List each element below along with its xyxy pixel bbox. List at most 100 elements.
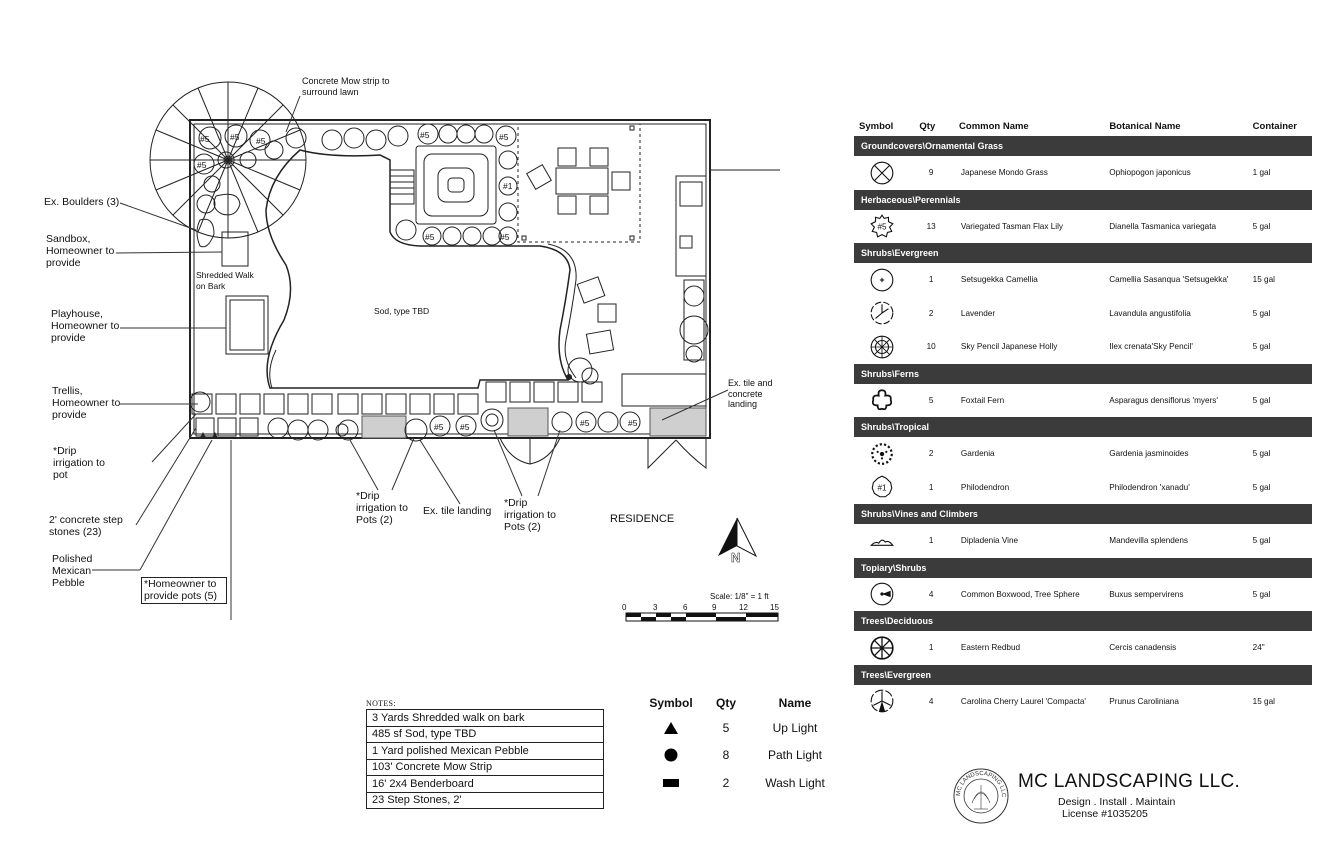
note-item: 485 sf Sod, type TBD — [366, 725, 604, 743]
company-seal-logo: MC LANDSCAPING LLC — [953, 768, 1009, 824]
plant-botanical-name: Camellia Sasanqua 'Setsugekka' — [1109, 275, 1229, 285]
label-sod: Sod, type TBD — [374, 306, 430, 316]
plant-common-name: Common Boxwood, Tree Sphere — [960, 589, 1080, 599]
plant-botanical-name: Prunus Caroliniana — [1109, 696, 1179, 706]
north-arrow: N — [718, 517, 758, 565]
plant-common-name: Philodendron — [960, 482, 1010, 492]
lighting-header-name: Name — [778, 696, 812, 710]
plant-botanical-name: Ilex crenata'Sky Pencil' — [1109, 342, 1193, 352]
scale-tick-12: 12 — [739, 603, 748, 612]
plant-qty: 1 — [928, 536, 934, 546]
header-symbol: Symbol — [859, 120, 894, 132]
leader-lines — [92, 95, 729, 620]
playhouse — [225, 295, 269, 355]
holly-icon — [854, 334, 909, 360]
plant-container: 15 gal — [1252, 696, 1275, 706]
lighting-row-path-light: 8 Path Light — [640, 742, 840, 770]
company-tagline: Design . Install . Maintain — [1058, 796, 1176, 808]
patio-dining-set — [526, 147, 631, 355]
header-common-name: Common Name — [959, 120, 1029, 132]
boxwood-icon — [854, 581, 909, 607]
sandbox — [221, 231, 249, 267]
note-item: 3 Yards Shredded walk on bark — [366, 709, 604, 727]
label-drip-pots-left: *Drip irrigation to Pots (2) — [356, 490, 408, 526]
plant-tag: #5 — [580, 418, 590, 428]
schedule-row: 4 Carolina Cherry Laurel 'Compacta' Prunus… — [854, 685, 1312, 719]
schedule-group-header: Trees\Evergreen — [854, 664, 1312, 685]
label-mow-strip: Concrete Mow strip to surround lawn — [302, 76, 390, 97]
header-qty: Qty — [919, 120, 936, 132]
lavender-icon — [854, 300, 909, 326]
plant-container: 1 gal — [1252, 168, 1271, 178]
scale-tick-15: 15 — [770, 603, 779, 612]
triangle-icon — [640, 721, 702, 735]
label-sandbox: Sandbox, Homeowner to provide — [46, 233, 115, 269]
plant-tag: #5 — [460, 422, 470, 432]
svg-text:#5: #5 — [877, 223, 887, 232]
label-playhouse: Playhouse, Homeowner to provide — [51, 308, 120, 344]
notes-table: 3 Yards Shredded walk on bark 485 sf Sod… — [366, 709, 604, 809]
plant-common-name: Carolina Cherry Laurel 'Compacta' — [960, 696, 1086, 706]
label-residence: RESIDENCE — [610, 513, 675, 525]
step-stones — [191, 381, 603, 437]
plant-tag: #5 — [434, 422, 444, 432]
scale-tick-9: 9 — [712, 603, 717, 612]
plant-qty: 2 — [928, 308, 934, 318]
plant-tag: #5 — [197, 160, 207, 170]
plant-common-name: Gardenia — [960, 449, 995, 459]
lighting-header: Symbol Qty Name — [640, 692, 840, 714]
plant-botanical-name: Lavandula angustifolia — [1109, 308, 1191, 318]
plant-common-name: Eastern Redbud — [960, 643, 1021, 653]
note-row: 1 Yard polished Mexican Pebble — [366, 742, 604, 760]
plant-botanical-name: Philodendron 'xanadu' — [1109, 482, 1190, 492]
redbud-icon — [854, 635, 909, 661]
label-pebble: Polished Mexican Pebble — [52, 553, 93, 589]
svg-text:#1: #1 — [877, 484, 887, 493]
fern-icon — [854, 387, 909, 413]
lighting-name: Path Light — [767, 748, 823, 763]
label-drip-pots-right: *Drip irrigation to Pots (2) — [504, 497, 556, 533]
company-block: MC LANDSCAPING LLC MC LANDSCAPING LLC. D… — [950, 765, 1250, 825]
plant-qty: 2 — [928, 449, 934, 459]
plant-common-name: Japanese Mondo Grass — [960, 168, 1048, 178]
notes-box: NOTES: 3 Yards Shredded walk on bark 485… — [366, 699, 604, 809]
plant-common-name: Foxtail Fern — [960, 395, 1005, 405]
plant-qty: 4 — [928, 696, 934, 706]
schedule-group-header: Shrubs\Vines and Climbers — [854, 504, 1312, 524]
plant-qty: 4 — [928, 589, 934, 599]
plant-common-name: Variegated Tasman Flax Lily — [960, 221, 1063, 231]
camellia-icon — [854, 267, 909, 293]
north-label: N — [731, 550, 740, 565]
plant-container: 5 gal — [1252, 536, 1271, 546]
label-step-stones: 2' concrete step stones (23) — [49, 514, 123, 538]
patio-area — [517, 123, 641, 243]
note-item: 1 Yard polished Mexican Pebble — [366, 742, 604, 760]
plant-botanical-name: Mandevilla splendens — [1109, 536, 1189, 546]
company-license: License #1035205 — [1062, 808, 1148, 820]
scale-bar: Scale: 1/8" = 1 ft 0 3 6 9 12 15 — [622, 592, 779, 622]
plant-qty: 13 — [926, 221, 936, 231]
header-botanical-name: Botanical Name — [1109, 120, 1181, 132]
plant-tag: #5 — [628, 418, 638, 428]
rect-icon — [640, 778, 702, 788]
note-item: 103' Concrete Mow Strip — [366, 758, 604, 776]
label-homeowner-pots: *Homeowner to provide pots (5) — [141, 577, 227, 604]
label-trellis: Trellis, Homeowner to provide — [52, 385, 121, 421]
sod-lawn-area — [265, 149, 571, 389]
dot-icon — [640, 747, 702, 763]
plant-tag: #1 — [503, 181, 513, 191]
note-row: 485 sf Sod, type TBD — [366, 725, 604, 743]
company-name: MC LANDSCAPING LLC. — [1018, 771, 1241, 792]
label-drip-pot: *Drip irrigation to pot — [53, 445, 105, 481]
lighting-qty: 5 — [722, 720, 730, 735]
lighting-name: Up Light — [772, 720, 818, 735]
plant-common-name: Lavender — [960, 308, 996, 318]
plant-qty: 9 — [928, 168, 934, 178]
plant-botanical-name: Asparagus densiflorus 'myers' — [1109, 395, 1218, 405]
schedule-header: Symbol Qty Common Name Botanical Name Co… — [854, 116, 1312, 136]
lighting-row-wash-light: 2 Wash Light — [640, 769, 840, 797]
